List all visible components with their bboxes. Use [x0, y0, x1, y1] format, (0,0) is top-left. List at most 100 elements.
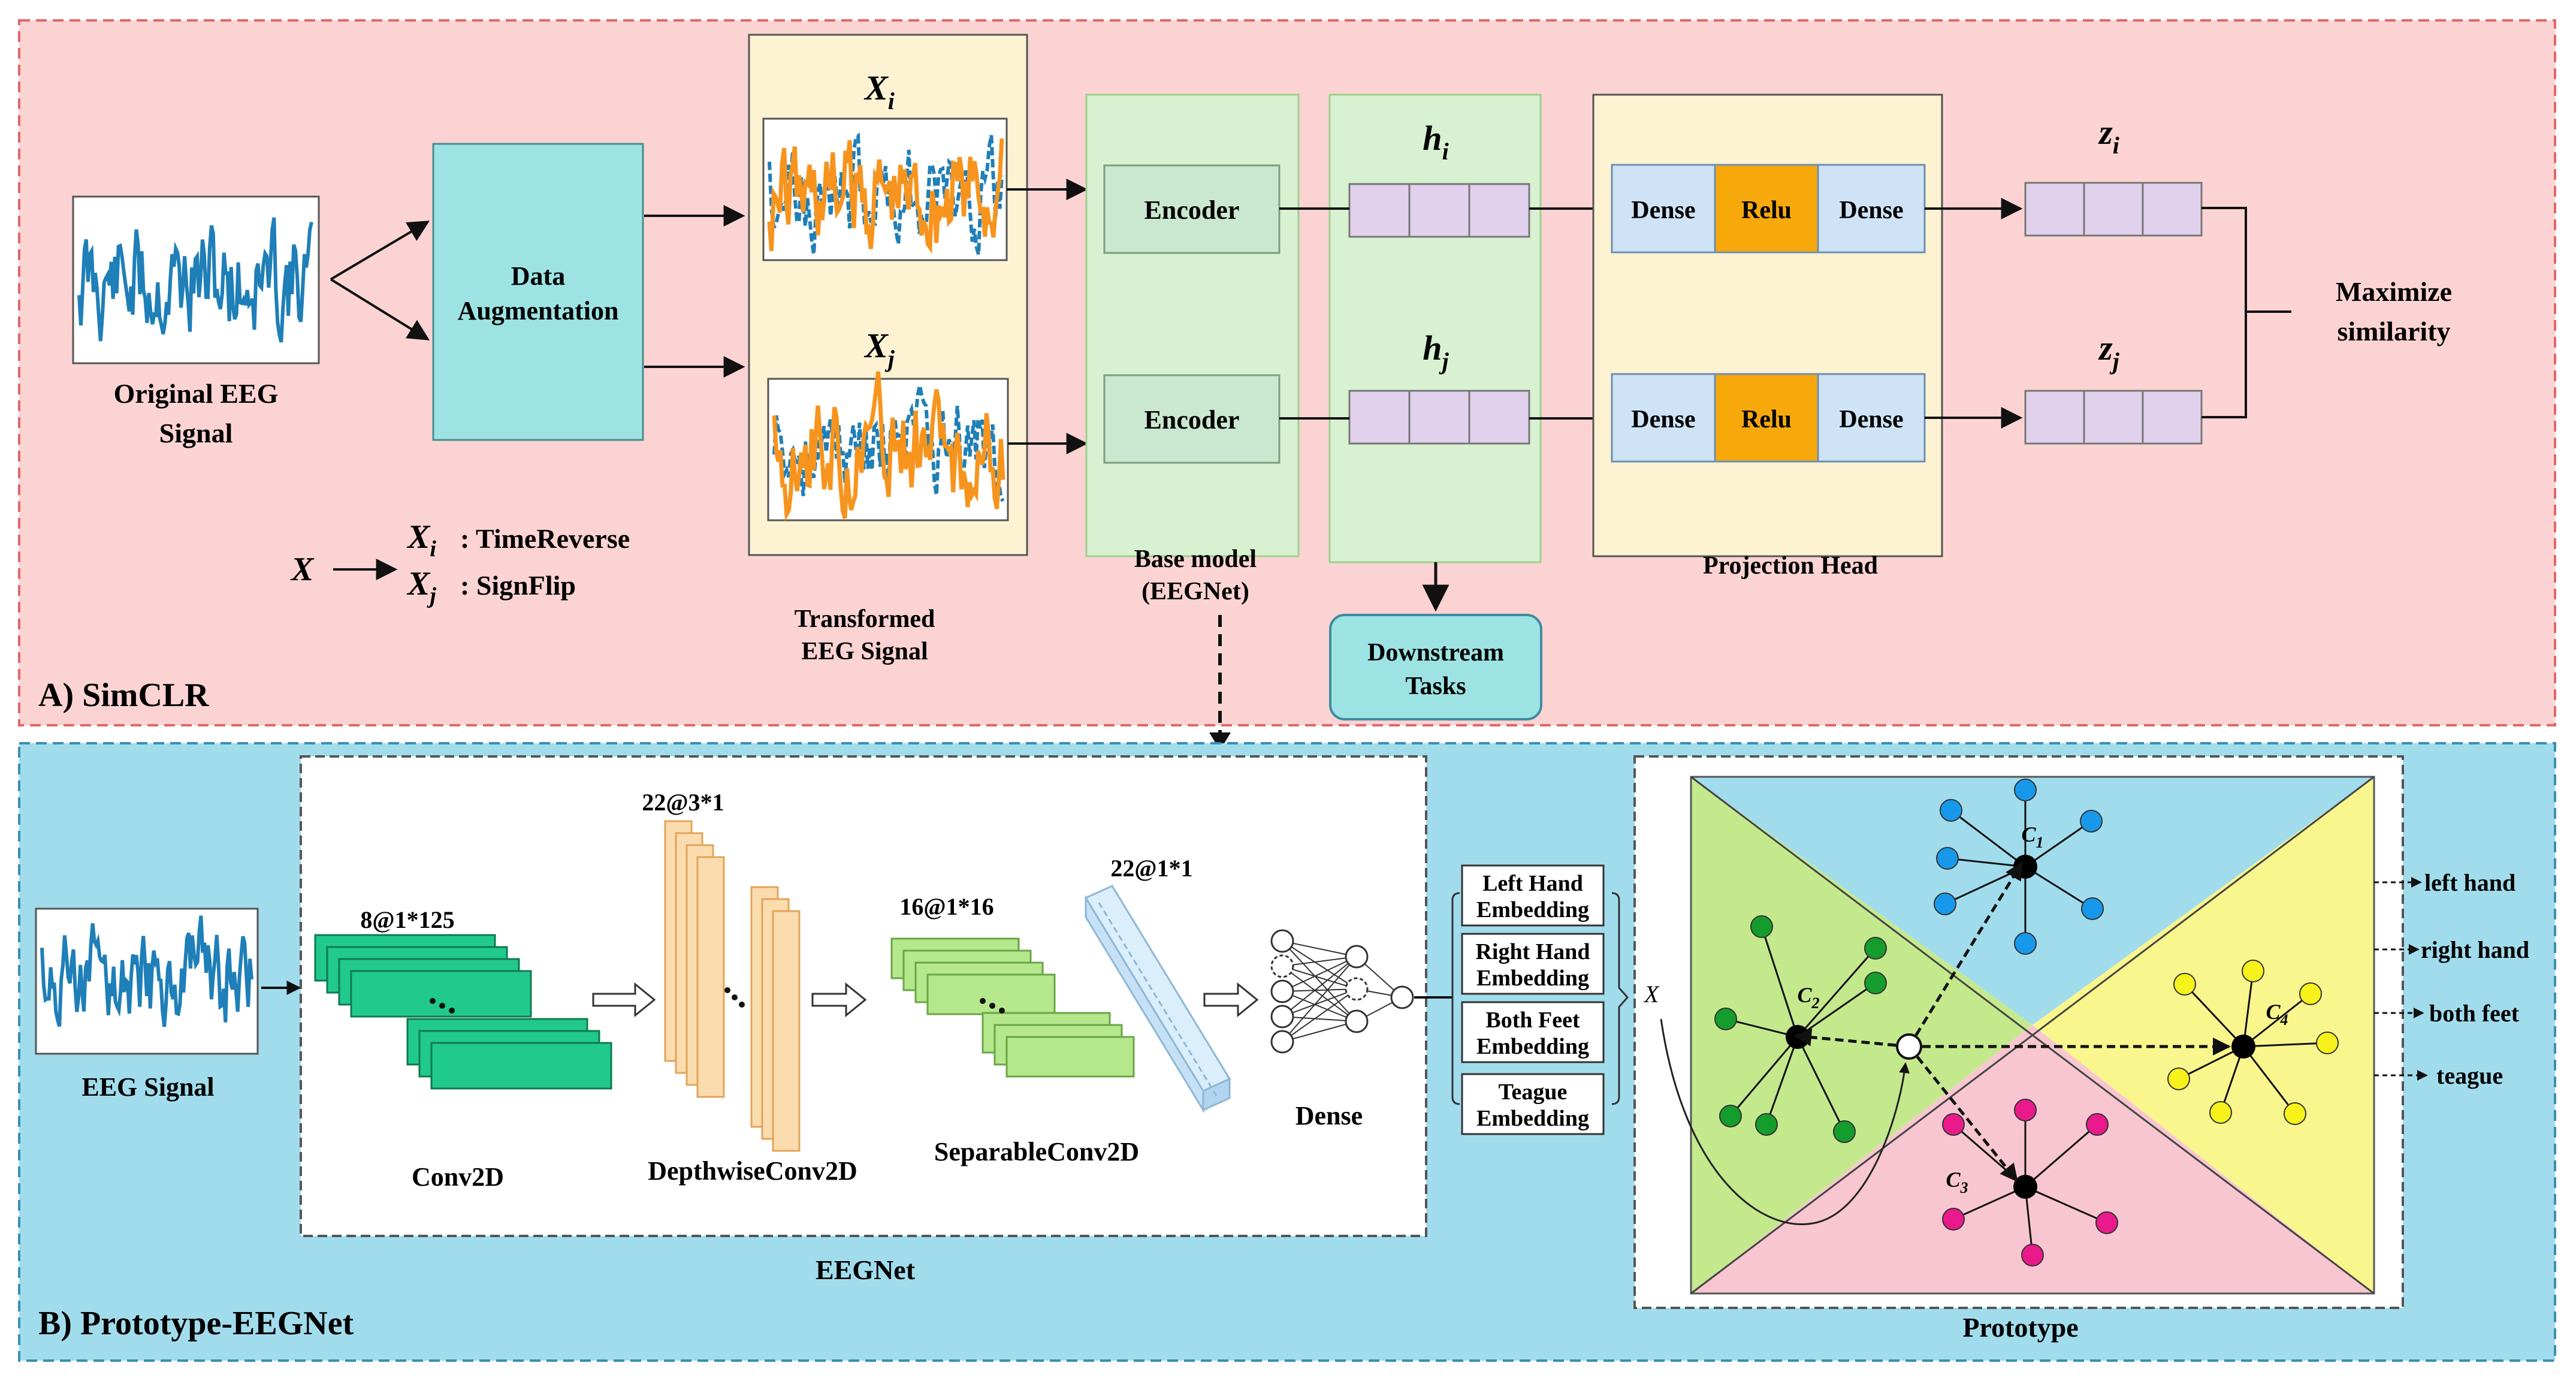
both-feet-sample-point	[2284, 1102, 2306, 1125]
embedding-box-both-feet	[1461, 1001, 1605, 1063]
hi-label: hi	[1423, 119, 1448, 165]
teague-sample-point	[1942, 1208, 1965, 1231]
dense-bottom-1-label: Dense	[1631, 406, 1695, 433]
hi-vector	[1348, 183, 1530, 238]
embedding-box-right-hand	[1461, 933, 1605, 995]
base-model-block: Encoder Encoder	[1085, 94, 1300, 557]
dense-neuron	[1270, 979, 1294, 1003]
embedding-teague-1: Teague	[1499, 1080, 1568, 1105]
embedding-group: Left Hand Embedding Right Hand Embedding…	[1451, 864, 1629, 1135]
teague-sample-point	[2021, 1244, 2044, 1267]
dashed-link-arrowhead	[1209, 732, 1231, 750]
hj-vector	[1348, 390, 1530, 445]
downstream-label-2: Tasks	[1405, 673, 1466, 700]
query-point	[1896, 1033, 1922, 1060]
both-feet-sample-point	[2242, 960, 2264, 982]
query-to-c2-link	[1793, 1028, 1910, 1048]
transformed-label-1: Transformed	[795, 605, 935, 633]
teague-sample-point	[1942, 1113, 1965, 1136]
quadrant-both-feet	[2033, 777, 2374, 1293]
c1-label: C1	[2021, 822, 2043, 851]
embedding-left-hand-2: Embedding	[1476, 897, 1589, 922]
class-left-hand: left hand	[2424, 869, 2515, 896]
c3-label: C3	[1946, 1168, 1968, 1196]
embedding-left-hand-1: Left Hand	[1482, 871, 1583, 896]
eeg-signal-label: EEG Signal	[81, 1072, 214, 1102]
conv2d-layer	[314, 934, 612, 1090]
both-feet-sample-point	[2316, 1032, 2339, 1054]
legend-xj-text: : SignFlip	[460, 570, 576, 601]
depthwise-feature-map	[696, 856, 725, 1098]
separable-dim-label: 16@1*16	[899, 893, 993, 920]
class-right-hand: right hand	[2421, 936, 2529, 963]
left-hand-sample-point	[2014, 779, 2037, 801]
base-model-label-1: Base model	[1134, 545, 1257, 573]
conv2d-label: Conv2D	[412, 1162, 504, 1192]
both-feet-sample-point	[2209, 1101, 2232, 1124]
both-feet-sample-point	[2167, 1068, 2190, 1090]
quadrant-left-hand	[1691, 777, 2374, 1025]
augmentation-label-2: Augmentation	[458, 296, 619, 325]
left-hand-sample-point	[2014, 932, 2037, 955]
quadrant-right-hand	[1691, 777, 2033, 1293]
dense-top-2	[1817, 164, 1926, 254]
dense-neuron	[1270, 1005, 1294, 1029]
right-hand-sample-point	[1719, 1105, 1742, 1127]
pointwise-prism	[1084, 885, 1231, 1114]
hollow-arrow-3	[1203, 982, 1259, 1018]
dense-bottom-2-label: Dense	[1839, 406, 1903, 433]
pointwise-dim-label: 22@1*1	[1110, 855, 1192, 882]
prototype-label: Prototype	[1962, 1312, 2078, 1343]
panel-b-prototype-eegnet: EEG Signal 8@1*125 Conv2D 22@3*1 Depthwi…	[18, 742, 2556, 1362]
dense-neuron	[1270, 954, 1294, 978]
dense-label: Dense	[1295, 1101, 1363, 1130]
encoder-bottom-label: Encoder	[1144, 405, 1240, 435]
hollow-arrow-2	[811, 982, 867, 1018]
both-feet-sample-point	[2299, 982, 2322, 1005]
xi-label: Xi	[863, 68, 895, 114]
query-to-c3-link	[1908, 1045, 2018, 1183]
teague-prototype-center	[2013, 1175, 2037, 1199]
right-hand-sample-point	[1864, 937, 1887, 960]
dense-top-2-label: Dense	[1839, 197, 1903, 224]
c4-label: C4	[2266, 1000, 2288, 1029]
augmentation-label-1: Data	[511, 261, 565, 291]
relu-bottom-label: Relu	[1741, 406, 1792, 433]
zi-vector	[2024, 182, 2203, 237]
original-signal-label-1: Original EEG	[114, 378, 279, 409]
left-hand-sample-point	[2081, 897, 2104, 920]
query-x-label: X	[1643, 981, 1660, 1008]
data-augmentation-block: Data Augmentation	[432, 143, 644, 441]
legend-xj: Xj	[406, 565, 436, 608]
zi-label: zi	[2098, 113, 2119, 159]
embedding-left-bracket	[1451, 892, 1460, 1105]
class-both-feet: both feet	[2429, 1000, 2520, 1027]
right-hand-sample-point	[1714, 1008, 1737, 1030]
legend-x: X	[290, 551, 315, 588]
dense-neuron	[1345, 977, 1369, 1001]
left-hand-sample-point	[2080, 810, 2103, 833]
depthwise-label: DepthwiseConv2D	[648, 1156, 857, 1186]
conv2d-feature-map	[430, 1042, 612, 1090]
both-feet-prototype-center	[2231, 1035, 2255, 1059]
class-outputs: left hand right hand both feet teague	[2374, 869, 2529, 1089]
panel-a-simclr: Original EEG Signal Data Augmentation Xi…	[18, 19, 2556, 750]
projection-head-block: Dense Relu Dense Dense Relu Dense	[1592, 94, 1943, 557]
maximize-label-2: similarity	[2337, 316, 2450, 346]
transformed-signal-block: Xi Xj	[748, 34, 1028, 556]
section-label-a: A) SimCLR	[38, 677, 209, 714]
embedding-both-feet-2: Embedding	[1476, 1034, 1589, 1059]
dense-neuron	[1270, 929, 1294, 953]
dense-network	[1270, 929, 1414, 1054]
query-to-c1-link	[1907, 861, 2024, 1048]
maximize-label-1: Maximize	[2336, 276, 2452, 307]
xj-label: Xj	[863, 326, 895, 372]
right-hand-sample-point	[1755, 1113, 1778, 1136]
right-hand-sample-point	[1833, 1120, 1856, 1143]
left-hand-sample-point	[1940, 799, 1962, 822]
embedding-box-left-hand	[1461, 864, 1605, 927]
dense-neuron	[1270, 1030, 1294, 1054]
right-hand-sample-point	[1750, 915, 1773, 938]
projection-head-label: Projection Head	[1703, 552, 1878, 580]
dense-bottom-2	[1817, 373, 1926, 463]
